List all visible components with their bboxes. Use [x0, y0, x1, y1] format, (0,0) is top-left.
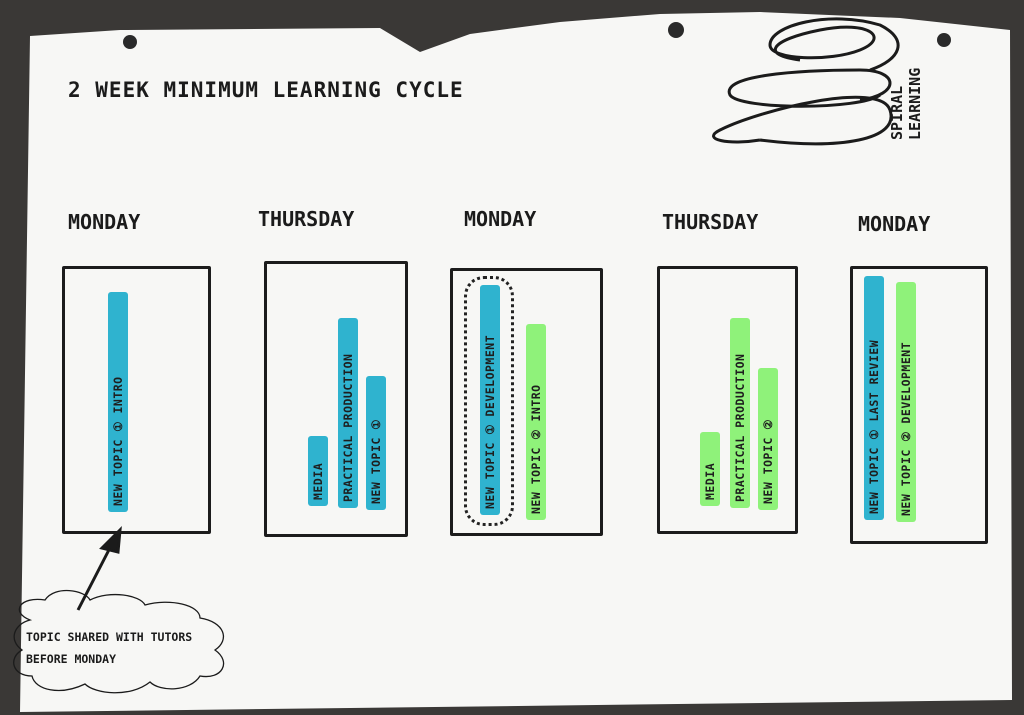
- highlight-dotted-outline: [464, 276, 514, 526]
- bar-col1-new-topic-1-intro: New topic ① intro: [108, 292, 128, 512]
- bar-label: Media: [311, 462, 325, 500]
- bar-label: Practical production: [341, 353, 355, 502]
- bar-col5-new-topic-1-last-review: New topic ① last review: [864, 276, 884, 520]
- bar-label: Practical production: [733, 353, 747, 502]
- bar-col2-new-topic-1: New topic ①: [366, 376, 386, 510]
- bar-label: New topic ② intro: [529, 384, 543, 514]
- bar-label: New topic ① last review: [867, 339, 881, 514]
- arrow-icon: [76, 526, 122, 611]
- bar-col4-media: Media: [700, 432, 720, 506]
- bar-label: Media: [703, 462, 717, 500]
- bar-col2-media: Media: [308, 436, 328, 506]
- paper-body: [20, 12, 1012, 712]
- spiral-learning-label: Spiral learning: [888, 67, 924, 140]
- page-title: 2 week minimum learning cycle: [68, 78, 464, 102]
- bar-col3-new-topic-2-intro: New topic ② intro: [526, 324, 546, 520]
- note-topic-shared: Topic shared with tutors before Monday: [26, 630, 193, 666]
- bar-label: New topic ① intro: [111, 376, 125, 506]
- bar-label: New topic ② development: [899, 341, 913, 516]
- day-label-3: Monday: [464, 207, 537, 231]
- punch-hole-middle: [668, 22, 684, 38]
- bar-col5-new-topic-2-development: New topic ② development: [896, 282, 916, 522]
- column-box-2: [264, 261, 408, 537]
- spiral-icon: [712, 17, 900, 146]
- day-label-1: Monday: [68, 210, 141, 234]
- column-box-5: [850, 266, 988, 544]
- bar-label: New topic ① development: [483, 334, 497, 509]
- bar-col4-new-topic-2: New topic ②: [758, 368, 778, 510]
- day-label-4: Thursday: [662, 210, 759, 234]
- bar-label: New topic ①: [369, 418, 383, 504]
- bar-col2-practical-production: Practical production: [338, 318, 358, 508]
- day-label-2: Thursday: [258, 207, 355, 231]
- note-cloud: [13, 589, 225, 694]
- bar-col3-new-topic-1-development: New topic ① development: [480, 285, 500, 515]
- column-box-4: [657, 266, 798, 534]
- column-box-3: [450, 268, 603, 536]
- punch-hole-right: [937, 33, 951, 47]
- bar-label: New topic ②: [761, 418, 775, 504]
- punch-hole-left: [123, 35, 137, 49]
- column-box-1: [62, 266, 211, 534]
- bar-col4-practical-production: Practical production: [730, 318, 750, 508]
- day-label-5: Monday: [858, 212, 931, 236]
